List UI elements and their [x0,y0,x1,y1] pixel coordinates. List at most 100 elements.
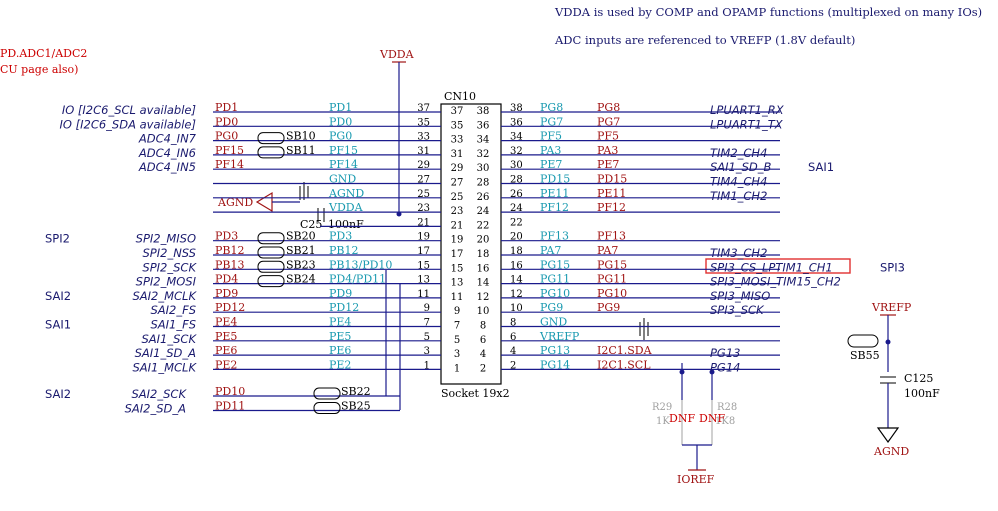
function-label-left: SAI1_MCLK [132,360,197,374]
pin-number-outer-left: 7 [424,318,430,329]
pin-number-outer-left: 9 [424,303,430,314]
pin-number-inner-right: 24 [477,206,490,217]
connector-ref: CN10 [444,90,476,103]
signal-label-right: PF5 [597,130,619,143]
pin-number-inner-right: 8 [480,321,486,332]
pin-number-inner-left: 33 [451,135,464,146]
function-label-left: SAI1_FS [150,318,196,332]
pin-number-inner-left: 7 [454,321,460,332]
net-label-right: PE7 [540,158,562,171]
function-label-left: SPI2_NSS [143,246,197,260]
vdda-label: VDDA [379,48,415,61]
net-label-left: PD3 [329,230,352,243]
pin-number-outer-right: 6 [510,332,516,343]
c125-value: 100nF [904,387,940,400]
pin-number-inner-right: 36 [477,120,490,131]
signal-label-right: PG10 [597,287,627,300]
pin-number-outer-right: 10 [510,303,523,314]
highlight-box [705,258,851,274]
net-label-right: PG14 [540,358,570,371]
pin-number-outer-left: 27 [417,175,430,186]
function-label-left: SPI2_MOSI [136,275,197,289]
pin-number-outer-left: 3 [424,346,430,357]
pin-number-outer-left: 37 [417,103,430,114]
signal-label-left: PB12 [215,244,244,257]
solder-bridge-ref-left: SB23 [286,258,316,271]
signal-label-left: PG0 [215,130,238,143]
solder-bridge-left [313,402,341,414]
pin-number-inner-left: 13 [451,278,464,289]
dnf-label-1: DNF [669,412,695,425]
pin-number-outer-right: 24 [510,203,523,214]
function-label-left: SAI2_SCK [132,387,188,401]
c25-value: 100nF [328,218,364,231]
r28-value: 1K8 [715,416,735,427]
pin-number-outer-right: 18 [510,246,523,257]
function-label-left: ADC4_IN5 [138,160,196,174]
pin-number-outer-right: 22 [510,217,523,228]
net-label-left: PB13/PD10 [329,258,392,271]
net-label-right: PG10 [540,287,570,300]
net-label-left: PE4 [329,316,351,329]
signal-label-right: PG15 [597,258,627,271]
pin-number-outer-left: 1 [424,360,430,371]
net-label-right: PF12 [540,201,569,214]
signal-label-right: I2C1.SCL [597,358,651,371]
pin-number-inner-left: 19 [451,235,464,246]
function-label-left: SAI2_FS [150,303,196,317]
group-label-right: SAI1 [808,160,834,174]
signal-label-left: PE4 [215,316,237,329]
signal-label-right: PE7 [597,158,619,171]
function-label-left: SAI2_SD_A [125,402,187,416]
net-label-right: PG15 [540,258,570,271]
net-label-right: PD15 [540,173,570,186]
function-label-right: SAI1_SD_B [710,160,772,174]
pin-number-outer-right: 28 [510,175,523,186]
net-label-left: PF15 [329,144,358,157]
red-note-1: PD.ADC1/ADC2 [0,47,87,60]
function-label-right: TIM3_CH2 [710,246,767,260]
adc-note: ADC inputs are referenced to VREFP (1.8V… [554,33,855,47]
pin-number-outer-left: 35 [417,117,430,128]
pin-number-inner-left: 1 [454,363,460,374]
pin-number-inner-left: 37 [451,106,464,117]
dnf-label-2: DNF [699,412,725,425]
pin-number-inner-left: 35 [451,120,464,131]
connector-body [440,103,502,385]
signal-label-right: PA3 [597,144,618,157]
net-label-left: PG0 [329,130,352,143]
vrefp-label: VREFP [871,301,912,314]
solder-bridge-left [257,146,285,159]
function-label-left: SAI1_SCK [142,332,198,346]
pin-number-inner-right: 12 [477,292,490,303]
solder-bridge-left [257,275,285,288]
pin-number-outer-right: 38 [510,103,523,114]
pin-number-inner-right: 28 [477,178,490,189]
pin-number-outer-right: 2 [510,360,516,371]
net-label-right: VREFP [539,330,580,343]
r29-value: 1K [656,416,670,427]
agnd-label-left: AGND [217,196,253,209]
function-label-right: SPI3_CS_LPTIM1_CH1 [710,260,833,274]
signal-label-right: PG11 [597,273,627,286]
signal-label-left: PD12 [215,301,245,314]
net-label-right: PG11 [540,273,570,286]
pin-number-inner-left: 3 [454,349,460,360]
net-label-left: PD1 [329,101,352,114]
net-label-right: PA3 [540,144,561,157]
function-label-right: SPI3_MISO [710,289,770,303]
pin-number-outer-left: 21 [417,217,430,228]
function-label-left: SAI1_SD_A [135,346,197,360]
signal-label-right: PG8 [597,101,620,114]
pin-number-inner-right: 6 [480,335,486,346]
solder-bridge-left [313,387,341,400]
group-label-right: SPI3 [880,260,905,274]
function-label-left: SAI2_MCLK [132,289,197,303]
ioref-label: IOREF [677,473,715,486]
agnd-symbol-right [876,427,900,444]
function-label-left: ADC4_IN6 [138,146,196,160]
signal-label-right: I2C1.SDA [597,344,653,357]
signal-label-left: PF15 [215,144,244,157]
